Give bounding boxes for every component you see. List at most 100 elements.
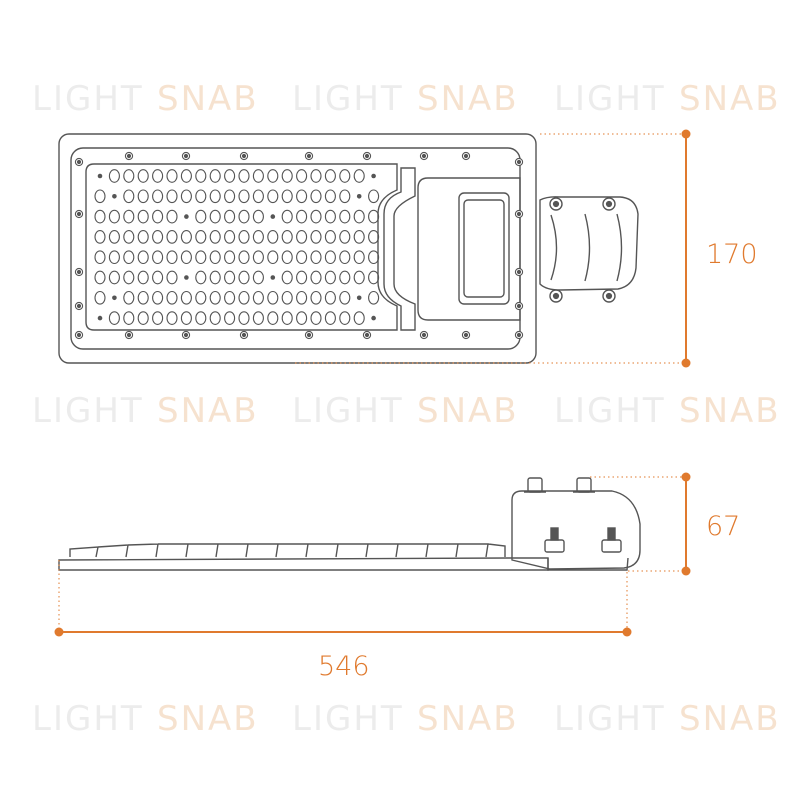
led-lens	[281, 250, 293, 265]
led-lens	[296, 250, 308, 265]
clamp-rib	[616, 213, 623, 282]
led-lens	[281, 230, 293, 244]
led-lens	[267, 189, 279, 204]
led-lens	[137, 169, 149, 183]
screw-head	[241, 332, 247, 338]
led-lens	[224, 209, 236, 224]
led-lens	[324, 230, 336, 244]
top-view	[58, 133, 639, 364]
led-lens	[296, 290, 308, 305]
led-lens	[137, 290, 149, 305]
watermark-snab: SNAB	[679, 699, 781, 739]
led-lens	[209, 209, 221, 224]
led-lens	[224, 250, 236, 265]
led-lens	[267, 311, 279, 325]
housing-outer	[58, 133, 537, 364]
screw-head	[421, 332, 427, 338]
screw-head	[306, 332, 312, 338]
led-lens	[224, 230, 236, 244]
led-lens	[123, 290, 135, 305]
clamp-rib	[584, 213, 591, 282]
led-lens	[137, 189, 149, 204]
led-lens	[310, 270, 322, 285]
led-lens	[152, 169, 164, 183]
led-lens	[166, 209, 178, 224]
led-lens	[310, 169, 322, 183]
led-lens	[184, 214, 189, 219]
led-lens	[195, 189, 207, 204]
led-lens	[180, 250, 192, 265]
led-lens	[281, 169, 293, 183]
led-lens	[368, 250, 380, 265]
led-lens	[152, 230, 164, 244]
led-lens	[371, 173, 376, 179]
dim-dot	[681, 129, 691, 139]
led-lens	[368, 209, 380, 224]
led-lens	[209, 250, 221, 265]
led-lens	[324, 270, 336, 285]
led-lens	[108, 270, 120, 285]
heatsink-fins	[69, 543, 506, 558]
led-lens	[252, 209, 264, 224]
screw-head	[306, 153, 312, 159]
led-lens	[123, 189, 135, 204]
led-lens	[180, 290, 192, 305]
led-lens	[310, 290, 322, 305]
led-lens	[195, 209, 207, 224]
watermark-light: LIGHT	[32, 391, 144, 431]
dim-label-67: 67	[706, 511, 740, 542]
watermark-snab: SNAB	[679, 79, 781, 119]
top-lugs	[524, 477, 595, 493]
led-lens	[281, 270, 293, 285]
screw-head	[126, 332, 132, 338]
watermark-light: LIGHT	[554, 79, 666, 119]
clamp-bolts-side	[544, 527, 622, 553]
led-lens	[252, 290, 264, 305]
led-lens	[310, 250, 322, 265]
screw-head	[516, 332, 522, 338]
led-lens	[324, 209, 336, 224]
dim-label-170: 170	[706, 239, 758, 270]
led-lens	[195, 270, 207, 285]
led-lens	[123, 250, 135, 265]
screw-head	[516, 303, 522, 309]
driver-body	[417, 177, 521, 321]
watermark-light: LIGHT	[292, 391, 404, 431]
led-lens	[180, 230, 192, 244]
led-lens	[267, 290, 279, 305]
led-lens	[238, 169, 250, 183]
screw-head	[516, 159, 522, 165]
led-lens	[339, 311, 351, 325]
led-lens	[238, 230, 250, 244]
screw-head	[364, 153, 370, 159]
led-lens	[296, 169, 308, 183]
led-lens	[238, 250, 250, 265]
led-lens	[281, 290, 293, 305]
led-lens	[123, 169, 135, 183]
watermark-snab: SNAB	[679, 391, 781, 431]
led-lens	[112, 295, 117, 301]
led-lens	[94, 270, 106, 285]
led-lens	[108, 209, 120, 224]
led-lens	[209, 311, 221, 325]
dim-dot	[622, 627, 632, 637]
screw-head	[516, 211, 522, 217]
led-lens	[368, 230, 380, 244]
led-lens	[152, 209, 164, 224]
led-lens	[296, 270, 308, 285]
led-lens	[252, 169, 264, 183]
led-lens	[281, 311, 293, 325]
screw-head	[364, 332, 370, 338]
led-lens	[123, 311, 135, 325]
led-lens	[180, 169, 192, 183]
led-lens	[209, 189, 221, 204]
watermark-light: LIGHT	[292, 699, 404, 739]
watermark-light: LIGHT	[32, 79, 144, 119]
screw-head	[76, 211, 82, 217]
led-lens	[353, 230, 365, 244]
screw-head	[183, 153, 189, 159]
led-lens	[238, 290, 250, 305]
led-lens	[296, 311, 308, 325]
led-lens	[152, 311, 164, 325]
led-lens	[137, 209, 149, 224]
